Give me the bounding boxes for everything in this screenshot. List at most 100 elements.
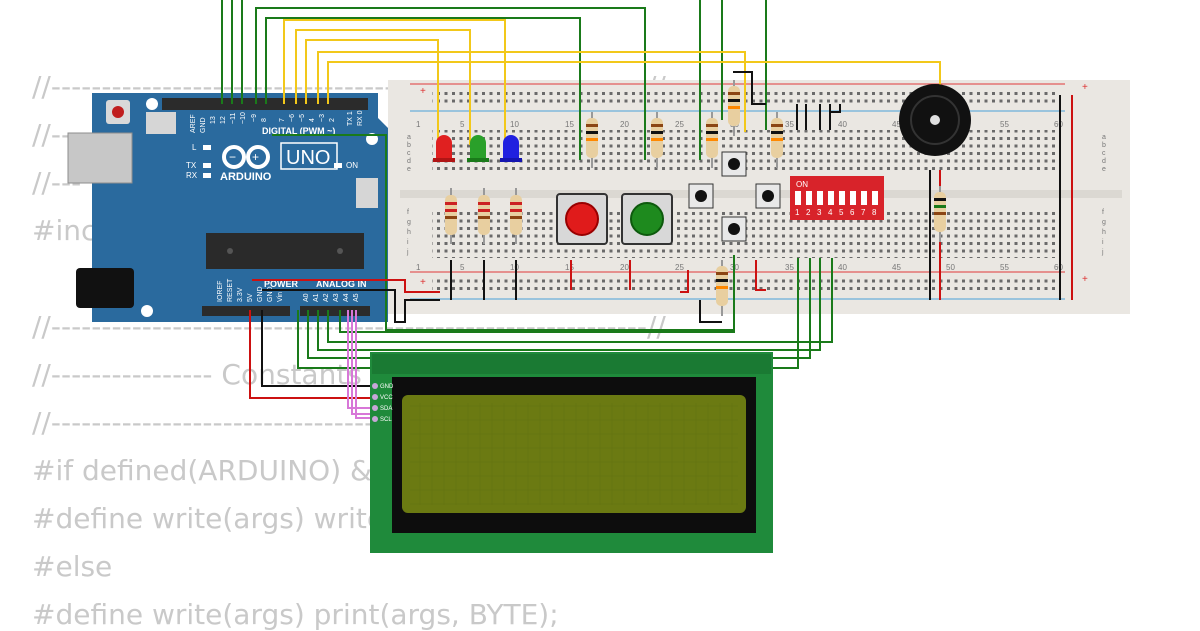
column-label: 35 xyxy=(785,263,794,272)
dip-switch[interactable]: ON 1 2 3 4 5 6 7 8 xyxy=(790,176,884,220)
power-label: POWER xyxy=(264,279,299,289)
pin-label: 2 xyxy=(329,118,336,122)
row-label: f xyxy=(1102,209,1104,216)
dip-number: 4 xyxy=(828,208,833,217)
wire xyxy=(283,19,506,145)
column-label: 50 xyxy=(946,263,955,272)
wire xyxy=(262,289,440,323)
resistors xyxy=(445,80,946,316)
digital-label: DIGITAL (PWM ~) xyxy=(262,126,335,136)
tactile-button-up[interactable] xyxy=(721,151,747,177)
wire xyxy=(317,258,821,351)
column-label: 10 xyxy=(510,120,519,129)
column-label: 15 xyxy=(565,263,574,272)
led-l-label: L xyxy=(192,143,197,152)
wire xyxy=(265,17,581,160)
row-label: a xyxy=(407,134,411,141)
column-label: 1 xyxy=(416,120,421,129)
resistor xyxy=(706,112,718,168)
resistor xyxy=(510,188,522,244)
dip-number: 3 xyxy=(817,208,822,217)
analog-pin-labels: A0 A1 A2 A3 A4 A5 xyxy=(303,293,360,302)
svg-text:+: + xyxy=(420,277,426,288)
pin-label: TX 1 xyxy=(347,111,354,126)
row-label: e xyxy=(407,166,411,173)
column-label: 35 xyxy=(785,120,794,129)
column-label: 45 xyxy=(892,263,901,272)
dip-number: 6 xyxy=(850,208,855,217)
pin-label: A5 xyxy=(353,293,360,302)
svg-text:+: + xyxy=(252,150,259,164)
column-label: 45 xyxy=(892,120,901,129)
green-led xyxy=(467,135,489,162)
pin-label: 13 xyxy=(210,116,217,124)
row-label: j xyxy=(406,249,409,256)
pin-label: GND xyxy=(200,117,207,133)
wire xyxy=(261,310,372,387)
wire xyxy=(305,39,439,145)
resistor xyxy=(934,186,946,242)
led-on-label: ON xyxy=(346,161,358,170)
arduino-model: UNO xyxy=(286,147,330,169)
row-label: e xyxy=(1102,166,1106,173)
code-line: #define write(args) print(args, BYTE); xyxy=(32,598,559,631)
pin-label: AREF xyxy=(190,114,197,133)
dip-number: 2 xyxy=(806,208,811,217)
power-pin-labels: IOREF RESET 3.3V 5V GND GND Vin xyxy=(217,278,284,302)
column-label: 25 xyxy=(675,263,684,272)
tactile-button-right[interactable] xyxy=(755,183,781,209)
wire xyxy=(327,258,833,343)
row-label: b xyxy=(407,142,411,149)
leds xyxy=(433,135,522,162)
wire xyxy=(351,310,372,415)
power-jack xyxy=(76,268,134,308)
pin-label: 12 xyxy=(220,116,227,124)
svg-text:+: + xyxy=(1082,82,1088,93)
dip-number: 1 xyxy=(795,208,800,217)
pin-label: 3.3V xyxy=(237,287,244,302)
pin-label: Vin xyxy=(277,292,284,302)
lcd-pin-label: GND xyxy=(380,384,394,390)
pin-label: GND xyxy=(267,286,274,302)
row-label: h xyxy=(1102,229,1106,236)
pin-label: A2 xyxy=(323,293,330,302)
wires xyxy=(221,0,1061,419)
resistor xyxy=(478,188,490,244)
red-pushbutton[interactable] xyxy=(556,193,608,245)
icsp-header xyxy=(146,112,176,134)
column-label: 5 xyxy=(460,263,465,272)
lcd-pin-label: SDA xyxy=(380,406,392,412)
green-pushbutton[interactable] xyxy=(621,193,673,245)
dip-on-label: ON xyxy=(796,180,808,189)
column-label: 5 xyxy=(460,120,465,129)
row-label: i xyxy=(407,239,409,246)
column-label: 1 xyxy=(416,263,421,272)
pin-label: RESET xyxy=(227,278,234,302)
tactile-button-down[interactable] xyxy=(721,216,747,242)
dip-number: 7 xyxy=(861,208,866,217)
pin-label: ~10 xyxy=(240,112,247,124)
arduino-uno-board: − + ARDUINO UNO DIGITAL (PWM ~) POWER AN… xyxy=(67,93,388,322)
svg-text:+: + xyxy=(1082,274,1088,285)
pin-label: A4 xyxy=(343,293,350,302)
lcd-pin-label: SCL xyxy=(380,417,392,423)
pin-label: A1 xyxy=(313,293,320,302)
icsp-header xyxy=(356,178,378,208)
row-label: c xyxy=(407,150,411,157)
pin-label: ~3 xyxy=(319,114,326,122)
wire xyxy=(272,134,734,331)
wire xyxy=(317,51,746,132)
pin-label: A3 xyxy=(333,293,340,302)
svg-text:−: − xyxy=(229,150,236,164)
resistor xyxy=(651,112,663,168)
lcd-pin-label: VCC xyxy=(380,395,393,401)
column-label: 60 xyxy=(1054,120,1063,129)
blue-led xyxy=(500,135,522,162)
breadboard-row-labels: a b c d e f g h i j a b c d e f g h i j xyxy=(406,134,1106,256)
lcd-i2c-pins: GND VCC SDA SCL xyxy=(372,383,394,423)
tactile-button-left[interactable] xyxy=(688,183,714,209)
analog-label: ANALOG IN xyxy=(316,279,367,289)
dip-number: 5 xyxy=(839,208,844,217)
resistor xyxy=(771,112,783,168)
pin-label: ~5 xyxy=(299,114,306,122)
